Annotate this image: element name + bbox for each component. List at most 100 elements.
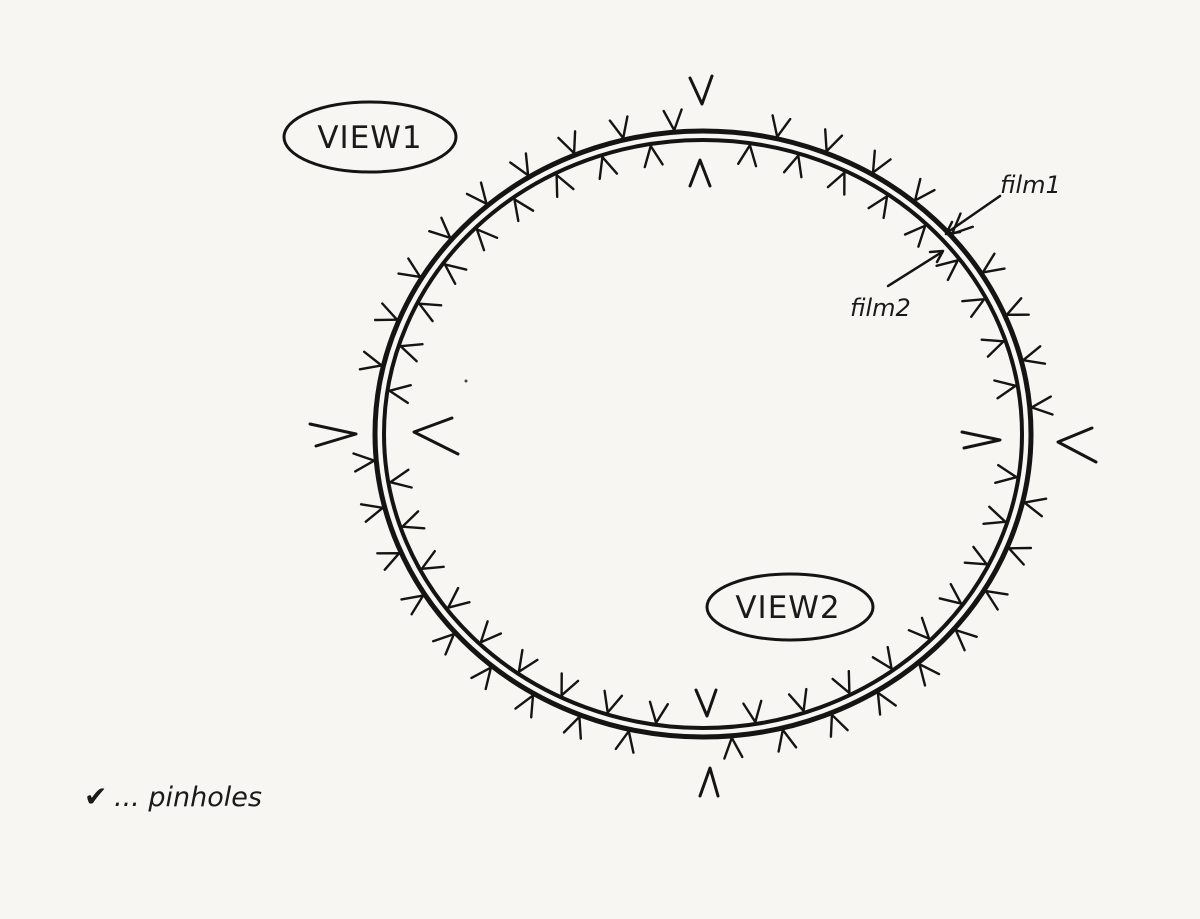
film-rings <box>372 128 1034 740</box>
pinhole-mark <box>935 259 959 282</box>
pinhole-marks-inner <box>388 144 1018 724</box>
film1-annotation: film1 <box>944 171 1061 236</box>
pinhole-mark <box>829 713 849 738</box>
pinhole-mark <box>1023 497 1048 518</box>
pinhole-mark <box>1007 546 1033 566</box>
pinhole-mark <box>358 350 383 371</box>
film1-leader-arrowhead <box>944 220 962 236</box>
pinhole-mark <box>982 505 1007 525</box>
pinhole-mark <box>562 715 582 740</box>
pinhole-mark <box>737 144 758 168</box>
pinhole-mark <box>907 616 931 640</box>
pinhole-mark <box>771 114 792 138</box>
pinhole-mark <box>867 195 889 220</box>
pinhole-mark <box>432 632 456 656</box>
arrow-right-outer <box>1056 426 1098 464</box>
pinhole-mark <box>603 689 624 714</box>
pinhole-mark <box>787 687 808 713</box>
pinhole-mark <box>980 338 1005 358</box>
pinhole-mark <box>777 728 798 753</box>
arrow-left-outer <box>308 422 358 448</box>
pinhole-mark <box>984 589 1009 611</box>
arrow-top-outer <box>688 74 714 106</box>
legend-pinhole-symbol: ✔ <box>84 780 107 813</box>
pinhole-mark <box>826 171 846 196</box>
stray-dot <box>464 379 468 383</box>
pinhole-mark <box>443 263 468 285</box>
pinhole-mark <box>871 149 892 174</box>
film1-label: film1 <box>1000 171 1061 199</box>
arrow-left-inner <box>412 416 460 456</box>
pinhole-mark <box>961 298 986 318</box>
pinhole-mark <box>388 384 412 405</box>
pinhole-mark <box>517 648 539 673</box>
arrow-right-inner <box>960 430 1002 450</box>
arrow-top-inner <box>688 158 712 188</box>
pinhole-mark <box>938 583 963 605</box>
film2-leader-line <box>886 250 944 288</box>
pinhole-mark <box>994 463 1018 484</box>
pinhole-mark <box>1022 345 1047 365</box>
pinhole-mark <box>399 343 424 363</box>
pinhole-mark <box>389 468 413 489</box>
pinhole-mark <box>648 700 669 724</box>
arrow-bottom-inner <box>694 688 718 718</box>
pinhole-mark <box>475 228 499 252</box>
pinhole-mark <box>614 730 635 754</box>
view2-ellipse <box>705 572 875 642</box>
film2-label: film2 <box>850 294 911 322</box>
pinhole-mark <box>824 128 844 153</box>
legend: ✔ ... pinholes <box>84 780 262 813</box>
pinhole-mark <box>742 699 763 724</box>
pinhole-mark <box>963 545 988 566</box>
pinhole-mark <box>418 302 443 323</box>
pinhole-mark <box>401 510 426 530</box>
pinhole-mark <box>903 224 927 248</box>
pinhole-mark <box>557 130 577 155</box>
view-arrows <box>308 74 1098 798</box>
pinhole-mark <box>397 257 422 279</box>
pinhole-mark <box>876 691 897 716</box>
view2-label: VIEW2 <box>735 590 840 626</box>
pinhole-mark <box>376 552 401 571</box>
pinhole-mark <box>470 666 493 691</box>
pinhole-mark <box>662 108 683 132</box>
pinhole-mark <box>643 144 664 169</box>
pinhole-mark <box>913 177 936 202</box>
film1-leader-line <box>946 194 1002 234</box>
pinhole-mark <box>918 663 941 687</box>
pinhole-mark <box>723 736 744 760</box>
pinhole-mark <box>428 216 452 240</box>
view1-label-group: VIEW1 <box>282 100 458 174</box>
pinhole-mark <box>560 672 580 697</box>
pinhole-mark <box>352 452 376 473</box>
pinhole-mark <box>514 694 535 719</box>
pinhole-mark <box>465 181 488 205</box>
pinhole-mark <box>1005 297 1030 316</box>
view2-label-group: VIEW2 <box>705 572 875 642</box>
pinhole-mark <box>509 152 530 177</box>
pinhole-mark <box>598 155 619 181</box>
pinhole-mark <box>513 198 535 223</box>
pinhole-mark <box>981 252 1006 274</box>
view1-label: VIEW1 <box>317 120 422 156</box>
pinhole-mark <box>954 628 978 652</box>
pinhole-mark <box>831 669 851 695</box>
pinhole-mark <box>400 594 425 616</box>
legend-text: ... pinholes <box>114 782 262 813</box>
view1-ellipse <box>282 100 458 174</box>
pinhole-mark <box>359 503 384 523</box>
pinhole-mark <box>373 302 399 322</box>
film1-ring <box>372 128 1034 740</box>
pinhole-mark <box>871 645 893 670</box>
pinhole-mark <box>479 620 503 644</box>
pinhole-mark <box>1030 395 1054 416</box>
film2-ring <box>382 138 1024 730</box>
pinhole-mark <box>782 154 803 179</box>
film2-leader-arrowhead <box>928 249 945 264</box>
pinhole-mark <box>420 550 445 570</box>
pinhole-mark <box>608 115 629 140</box>
pinhole-mark <box>555 173 575 199</box>
arrow-bottom-outer <box>698 766 720 798</box>
